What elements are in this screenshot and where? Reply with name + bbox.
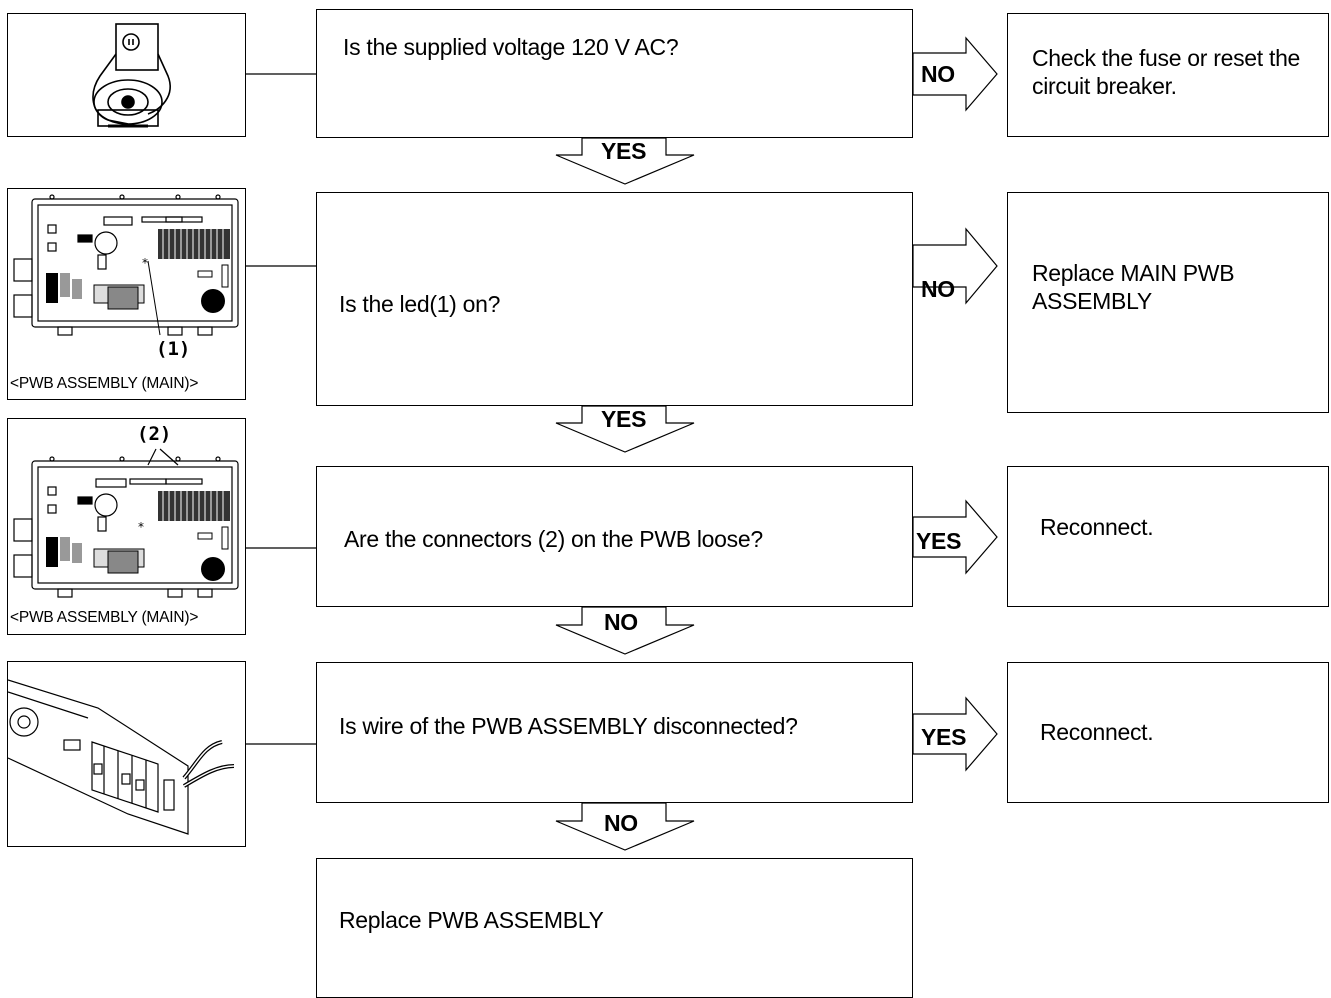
question-box-3: Are the connectors (2) on the PWB loose? <box>316 466 913 607</box>
question-text-1: Is the supplied voltage 120 V AC? <box>343 34 679 60</box>
action-box-1: Check the fuse or reset the circuit brea… <box>1007 13 1329 137</box>
question-box-2: Is the led(1) on? <box>316 192 913 406</box>
down-arrow-3 <box>555 606 695 655</box>
pwb-board-connectors-icon: * <box>13 448 239 598</box>
callout-label-1: (1) <box>156 338 191 360</box>
svg-text:*: * <box>138 520 144 534</box>
callout-label-2: (2) <box>137 423 172 445</box>
action-text-1: Check the fuse or reset the circuit brea… <box>1032 45 1301 99</box>
branch-label-4: YES <box>921 724 967 750</box>
branch-arrow-3 <box>912 499 998 575</box>
question-box-1: Is the supplied voltage 120 V AC? <box>316 9 913 138</box>
image-caption-1: <PWB ASSEMBLY (MAIN)> <box>10 375 199 392</box>
question-text-4: Is wire of the PWB ASSEMBLY disconnected… <box>339 713 798 739</box>
question-text-3: Are the connectors (2) on the PWB loose? <box>344 526 763 552</box>
next-label-1: YES <box>601 138 647 164</box>
pwb-board-icon: * <box>13 194 239 336</box>
down-arrow-2 <box>555 405 695 453</box>
down-arrow-4 <box>555 802 695 851</box>
image-caption-2: <PWB ASSEMBLY (MAIN)> <box>10 609 199 626</box>
pwb-main-image-1: * (1) <PWB ASSEMBLY (MAIN)> <box>7 188 246 400</box>
branch-label-2: NO <box>921 276 955 302</box>
action-text-2: Replace MAIN PWB ASSEMBLY <box>1032 260 1235 314</box>
branch-label-3: YES <box>916 528 962 554</box>
next-label-4: NO <box>604 810 638 836</box>
branch-arrow-1 <box>912 36 998 112</box>
question-box-4: Is wire of the PWB ASSEMBLY disconnected… <box>316 662 913 803</box>
action-text-3: Reconnect. <box>1040 514 1154 540</box>
action-box-3: Reconnect. <box>1007 466 1329 607</box>
final-action-text: Replace PWB ASSEMBLY <box>339 907 604 933</box>
branch-label-1: NO <box>921 61 955 87</box>
pwb-main-image-2: (2) <box>7 418 246 635</box>
next-label-2: YES <box>601 406 647 432</box>
final-action-box: Replace PWB ASSEMBLY <box>316 858 913 998</box>
question-text-2: Is the led(1) on? <box>339 291 501 317</box>
down-arrow-1 <box>555 137 695 185</box>
svg-text:*: * <box>142 256 148 270</box>
action-box-4: Reconnect. <box>1007 662 1329 803</box>
action-box-2: Replace MAIN PWB ASSEMBLY <box>1007 192 1329 413</box>
control-panel-wiring-icon <box>7 679 235 835</box>
power-outlet-icon <box>92 23 171 128</box>
next-label-3: NO <box>604 609 638 635</box>
branch-arrow-2 <box>912 227 998 305</box>
action-text-4: Reconnect. <box>1040 719 1154 745</box>
branch-arrow-4 <box>912 696 998 772</box>
outlet-plug-image <box>7 13 246 137</box>
control-panel-image <box>7 661 246 847</box>
